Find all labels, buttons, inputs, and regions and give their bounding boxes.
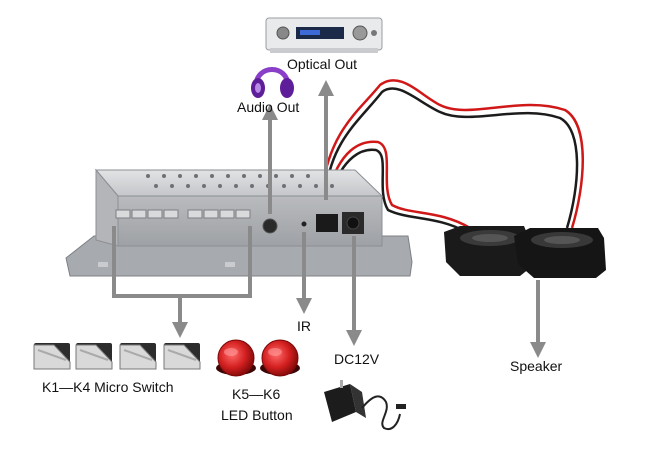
led-button-range-label: K5—K6	[232, 386, 281, 402]
controller-box	[65, 168, 413, 277]
led-button-label: LED Button	[221, 407, 293, 423]
speaker-icon	[444, 226, 606, 278]
optical-out-label: Optical Out	[287, 56, 358, 72]
micro-switch-label: K1—K4 Micro Switch	[42, 379, 174, 395]
audio-out-label: Audio Out	[237, 99, 300, 115]
connection-arrows	[112, 80, 546, 358]
dc12v-label: DC12V	[334, 351, 380, 367]
speaker-cable	[320, 79, 584, 234]
power-adapter-icon	[324, 380, 406, 430]
ir-label: IR	[297, 318, 311, 334]
amplifier-icon	[265, 17, 383, 53]
led-button-icon	[216, 339, 300, 377]
micro-switch-icon	[33, 343, 201, 370]
headphones-icon	[251, 67, 294, 98]
speaker-label: Speaker	[510, 358, 563, 374]
